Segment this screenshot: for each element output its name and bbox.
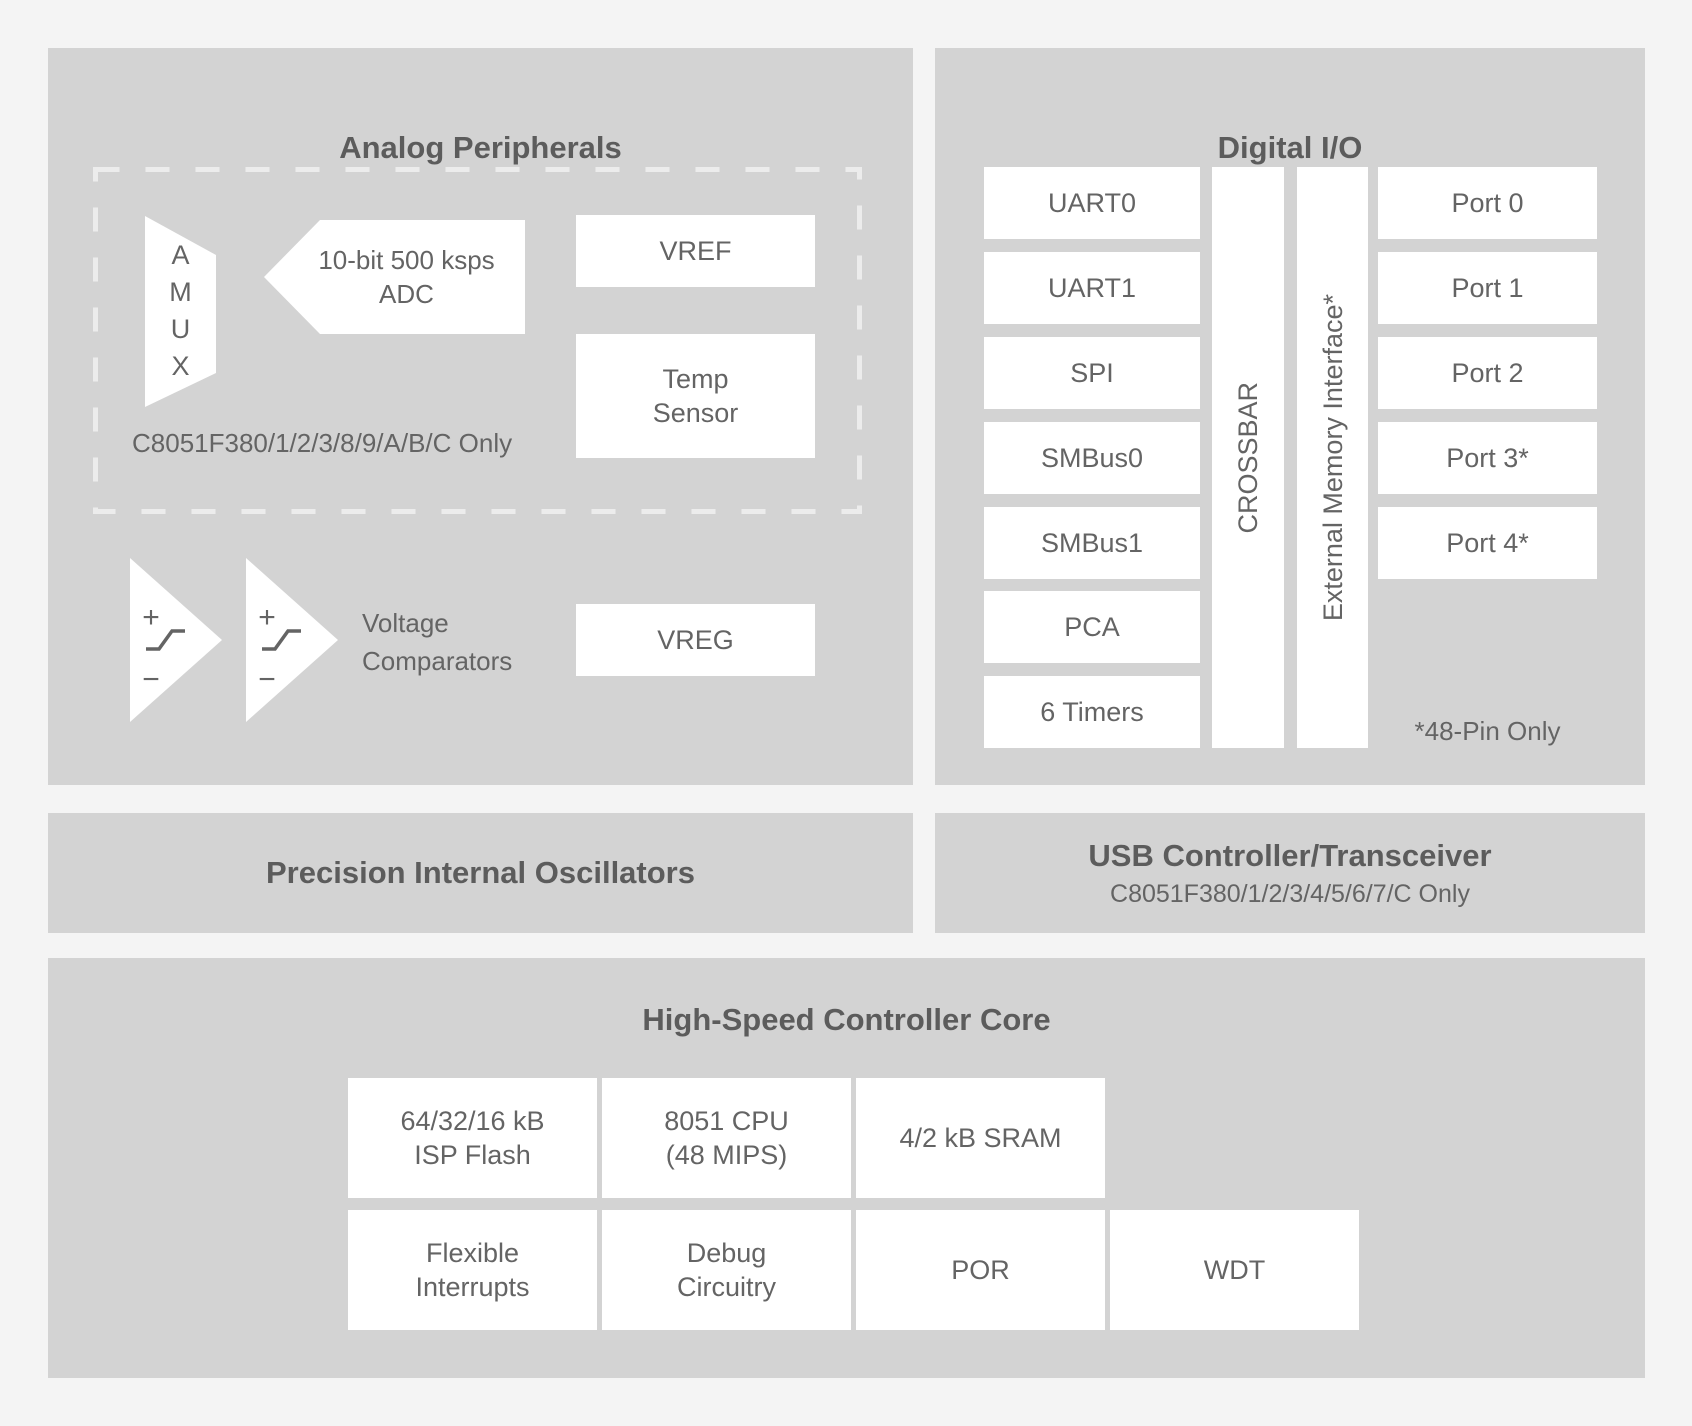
hysteresis-icon [146, 629, 185, 651]
uart1-box: UART1 [984, 252, 1200, 324]
pca-box: PCA [984, 591, 1200, 663]
amux-mux-shape-icon [145, 216, 216, 407]
usb-controller-panel: USB Controller/Transceiver C8051F380/1/2… [935, 813, 1645, 933]
port4-box: Port 4* [1378, 507, 1597, 579]
por-box: POR [856, 1210, 1105, 1330]
comparator-icon: + − [130, 558, 222, 722]
usb-controller-title: USB Controller/Transceiver [1088, 837, 1492, 873]
temp-sensor-box: Temp Sensor [576, 334, 815, 458]
external-memory-interface-box: External Memory Interface* [1297, 167, 1368, 748]
comparator-minus-sign: − [142, 663, 160, 696]
controller-core-panel: High-Speed Controller Core 64/32/16 kB I… [48, 958, 1645, 1378]
precision-oscillators-panel: Precision Internal Oscillators [48, 813, 913, 933]
flexible-interrupts-box: Flexible Interrupts [348, 1210, 597, 1330]
comparator-minus-sign: − [258, 663, 276, 696]
adc-arrow-shape-icon [264, 220, 525, 334]
spi-box: SPI [984, 337, 1200, 409]
analog-peripherals-panel: Analog Peripherals A M U X 10-bit 500 ks… [48, 48, 913, 785]
adc-label: 10-bit 500 ksps ADC [318, 245, 495, 309]
comparator-plus-sign: + [142, 601, 160, 634]
analog-peripherals-title: Analog Peripherals [339, 130, 622, 165]
vreg-box: VREG [576, 604, 815, 676]
vref-box: VREF [576, 215, 815, 287]
comparator-plus-sign: + [258, 601, 276, 634]
smbus1-box: SMBus1 [984, 507, 1200, 579]
digital-io-title: Digital I/O [1217, 130, 1363, 165]
smbus0-box: SMBus0 [984, 422, 1200, 494]
controller-core-title: High-Speed Controller Core [642, 1002, 1051, 1037]
external-memory-interface-label: External Memory Interface* [1317, 293, 1348, 622]
comparator-icon: + − [246, 558, 338, 722]
crossbar-box: CROSSBAR [1212, 167, 1284, 748]
cpu-box: 8051 CPU (48 MIPS) [602, 1078, 851, 1198]
port2-box: Port 2 [1378, 337, 1597, 409]
hysteresis-icon [262, 629, 301, 651]
pin-footnote: *48-Pin Only [1414, 716, 1561, 746]
sram-box: 4/2 kB SRAM [856, 1078, 1105, 1198]
crossbar-label: CROSSBAR [1233, 381, 1263, 534]
port3-box: Port 3* [1378, 422, 1597, 494]
port0-box: Port 0 [1378, 167, 1597, 239]
voltage-comparators-label: Voltage Comparators [362, 608, 513, 676]
uart0-box: UART0 [984, 167, 1200, 239]
digital-io-panel: Digital I/O UART0 UART1 SPI SMBus0 SMBus… [935, 48, 1645, 785]
precision-oscillators-title: Precision Internal Oscillators [266, 855, 695, 890]
timers-box: 6 Timers [984, 676, 1200, 748]
amux-label: A M U X [169, 240, 192, 381]
usb-device-note: C8051F380/1/2/3/4/5/6/7/C Only [1110, 879, 1470, 908]
port1-box: Port 1 [1378, 252, 1597, 324]
debug-circuitry-box: Debug Circuitry [602, 1210, 851, 1330]
analog-device-note: C8051F380/1/2/3/8/9/A/B/C Only [132, 428, 513, 458]
wdt-box: WDT [1110, 1210, 1359, 1330]
isp-flash-box: 64/32/16 kB ISP Flash [348, 1078, 597, 1198]
